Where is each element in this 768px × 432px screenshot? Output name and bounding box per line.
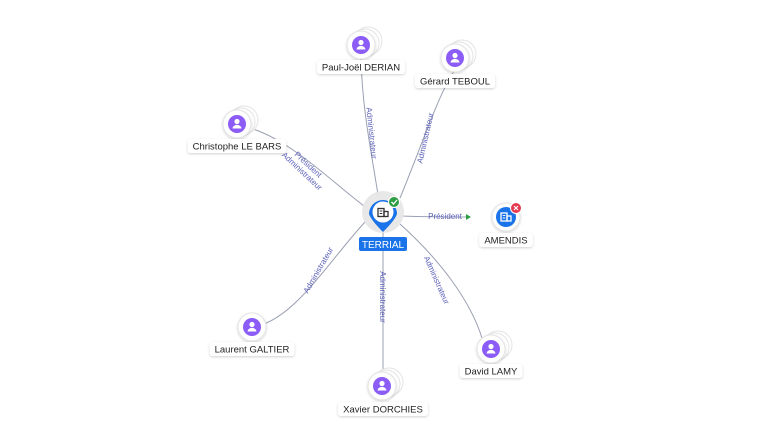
person-icon [243, 318, 261, 336]
person-icon [228, 115, 246, 133]
edge-lamy: Administrateur [399, 223, 483, 339]
relation-label: PrésidentAdministrateur [280, 144, 330, 193]
relation-label: Administrateur [378, 271, 387, 323]
center-label-text: TERRIAL [362, 240, 405, 251]
center-label: TERRIAL [359, 237, 407, 251]
node-lamy[interactable]: David LAMY [459, 330, 523, 378]
close-icon [510, 202, 522, 214]
edge-galtier: Administrateur [263, 221, 366, 325]
person-icon [352, 36, 370, 54]
node-label: Gérard TEBOUL [420, 77, 490, 88]
node-teboul[interactable]: Gérard TEBOUL [414, 39, 496, 88]
node-lebars[interactable]: Christophe LE BARS [187, 105, 287, 153]
relation-label: Administrateur [422, 255, 451, 306]
node-label: Paul-Joël DERIAN [322, 63, 400, 74]
node-dorchies[interactable]: Xavier DORCHIES [338, 367, 428, 416]
person-icon [446, 49, 464, 67]
relation-label: Administrateur [415, 112, 435, 165]
building-icon [500, 212, 512, 222]
relation-label: Président [428, 212, 463, 221]
person-icon [482, 340, 500, 358]
node-label: Christophe LE BARS [193, 142, 282, 153]
node-label: Xavier DORCHIES [343, 405, 423, 416]
relation-label: Administrateur [364, 107, 378, 160]
relation-label: Administrateur [302, 245, 336, 294]
node-label: AMENDIS [484, 236, 527, 247]
center-node[interactable]: TERRIAL [359, 191, 407, 251]
building-icon [377, 207, 389, 218]
edge-teboul: Administrateur [399, 69, 456, 199]
node-derian[interactable]: Paul-Joël DERIAN [316, 26, 406, 74]
node-label: David LAMY [465, 367, 518, 378]
edge-derian: Administrateur [360, 56, 379, 196]
check-icon [388, 196, 400, 208]
edge-dorchies: Administrateur [378, 230, 387, 372]
node-label: Laurent GALTIER [215, 345, 290, 356]
node-amendis[interactable]: AMENDIS [479, 202, 533, 248]
node-galtier[interactable]: Laurent GALTIER [209, 312, 295, 356]
person-icon [373, 377, 391, 395]
edge-amendis: Président [400, 212, 471, 221]
